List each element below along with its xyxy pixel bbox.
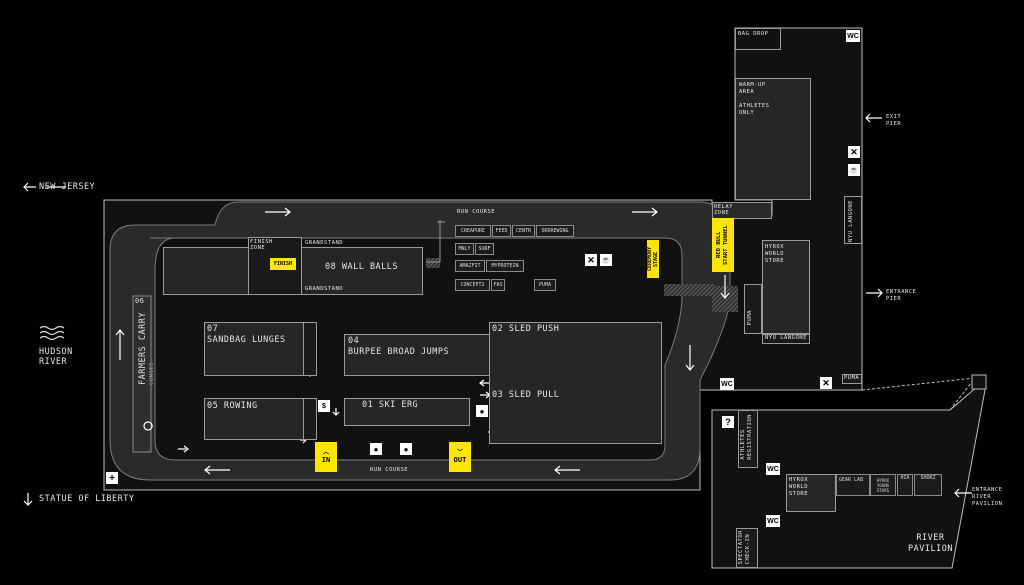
sponsor-feed: FEED xyxy=(492,225,511,237)
water-drop-icon: ● xyxy=(476,405,488,417)
relay-zone-label: RELAY ZONE xyxy=(714,204,734,216)
finish-marker: FINISH xyxy=(270,258,296,270)
out-marker: ﹀ OUT xyxy=(449,442,471,472)
puma-small-label: PUMA xyxy=(844,375,860,381)
water-drop-icon: ● xyxy=(370,443,382,455)
nyu-langone-vertical-area xyxy=(844,196,862,244)
sponsor-puma: PUMA xyxy=(534,279,556,291)
hia-booth: HIA xyxy=(897,474,913,496)
coffee-icon: ☕ xyxy=(848,164,860,176)
pavilion-hyrox-store-label: HYROX WORLD STORE xyxy=(789,477,809,497)
shokz-booth: SHOKZ xyxy=(914,474,942,496)
entrance-river-pavilion-label: ENTRANCE RIVER PAVILION xyxy=(972,487,1003,507)
station-04-label: 04 BURPEE BROAD JUMPS xyxy=(348,336,450,357)
hyrox-store-label: HYROX WORLD STORE xyxy=(765,244,785,264)
puma-small-area xyxy=(842,374,862,384)
in-marker: ︿ IN xyxy=(315,442,337,472)
new-jersey-label: NEW JERSEY xyxy=(39,182,96,192)
gear-lab-booth: GEAR LAB xyxy=(836,474,870,496)
station-02-03-area xyxy=(489,322,662,444)
food-icon: ✕ xyxy=(585,254,597,266)
station-01-area xyxy=(344,398,470,426)
sponsor-oddrewing: ODDREWING xyxy=(536,225,574,237)
station-07-area xyxy=(204,322,304,376)
hyrox-young-stars-booth: HYROX YOUNG STARS xyxy=(870,474,896,496)
station-05-area xyxy=(204,398,304,440)
sponsor-centr: CENTR xyxy=(512,225,535,237)
sponsor-fas: FAS xyxy=(491,279,505,291)
finish-zone-label: FINISH ZONE xyxy=(250,239,273,251)
first-aid-icon: + xyxy=(106,472,118,484)
hyrox-store-area xyxy=(762,240,810,334)
in-label: IN xyxy=(321,456,331,464)
up-chevron-icon: ︿ xyxy=(322,449,329,456)
sponsor-concept2: CONCEPT2 xyxy=(455,279,490,291)
sponsor-surf: SURF xyxy=(475,243,494,255)
nyu-langone-label: NYU LANGONE xyxy=(765,335,807,341)
hatch-crossing-2 xyxy=(664,284,714,296)
athletes-registration-area xyxy=(738,410,758,468)
station-06-sub-label: LUNGES xyxy=(149,362,155,385)
warmup-area-label: WARM-UP AREA ATHLETES ONLY xyxy=(739,82,770,116)
sponsor-amazfit: AMAZFIT xyxy=(455,260,485,272)
river-pavilion-label: RIVER PAVILION xyxy=(908,533,953,554)
station-04-area xyxy=(344,334,490,376)
hudson-river-label: HUDSON RIVER xyxy=(39,347,73,367)
ceremony-stage: CEREMONY STAGE xyxy=(647,240,659,278)
food-icon: ✕ xyxy=(848,146,860,158)
sponsor-mnly: MNLY xyxy=(455,243,474,255)
exit-pier-label: EXIT PIER xyxy=(886,114,902,127)
bag-drop-label: BAG DROP xyxy=(738,31,769,37)
nyu-langone-area xyxy=(762,334,810,344)
athletes-registration-label: ATHLETES REGISTRATION xyxy=(740,414,753,460)
wc-icon: WC xyxy=(766,463,780,475)
nyu-langone-vertical-label: NYU LANGONE xyxy=(848,200,854,242)
grandstand-bottom-label: GRANDSTAND xyxy=(305,286,344,292)
spectator-checkin-area xyxy=(736,528,758,568)
river-waves-icon xyxy=(39,325,65,341)
coffee-icon: ☕ xyxy=(600,254,612,266)
run-course-bottom-label: RUN COURSE xyxy=(370,467,409,473)
run-course-top-label: RUN COURSE xyxy=(457,209,496,215)
statue-of-liberty-label: STATUE OF LIBERTY xyxy=(39,494,135,504)
sponsor-myprotein: MYPROTEIN xyxy=(486,260,524,272)
info-question-icon: ? xyxy=(722,416,734,428)
puma-vertical-area xyxy=(744,284,762,334)
sponsor-creapure: CREAPURE xyxy=(455,225,491,237)
farmers-carry-lane xyxy=(132,295,152,453)
puma-vertical-label: PUMA xyxy=(747,310,753,326)
warmup-area xyxy=(735,78,811,200)
entrance-pier-label: ENTRANCE PIER xyxy=(886,289,917,302)
out-label: OUT xyxy=(453,456,467,464)
wc-icon: WC xyxy=(720,378,734,390)
bag-drop-area xyxy=(735,28,781,50)
down-chevron-icon: ﹀ xyxy=(456,449,463,456)
wc-icon: WC xyxy=(846,30,860,42)
red-bull-start-tunnel: RED BULL START TUNNEL xyxy=(712,218,734,272)
station-06-label: FARMERS CARRY xyxy=(138,312,148,386)
station-08-label: 08 WALL BALLS xyxy=(325,262,399,272)
food-icon: ✕ xyxy=(820,377,832,389)
station-07-label: 07 SANDBAG LUNGES xyxy=(207,324,286,345)
station-05-label: 05 ROWING xyxy=(207,401,258,411)
wc-icon: WC xyxy=(766,515,780,527)
station-01-label: 01 SKI ERG xyxy=(362,400,419,410)
spectator-checkin-label: SPECTATOR CHECK-IN xyxy=(738,530,751,565)
station-03-label: 03 SLED PULL xyxy=(492,390,560,400)
hatch-crossing-1 xyxy=(426,258,440,268)
grandstand-top-label: GRANDSTAND xyxy=(305,240,344,246)
pavilion-hyrox-store-area xyxy=(786,474,836,512)
dollar-icon: $ xyxy=(318,400,330,412)
station-02-label: 02 SLED PUSH xyxy=(492,324,560,334)
water-drop-icon: ● xyxy=(400,443,412,455)
station-06-number: 06 xyxy=(135,297,145,305)
